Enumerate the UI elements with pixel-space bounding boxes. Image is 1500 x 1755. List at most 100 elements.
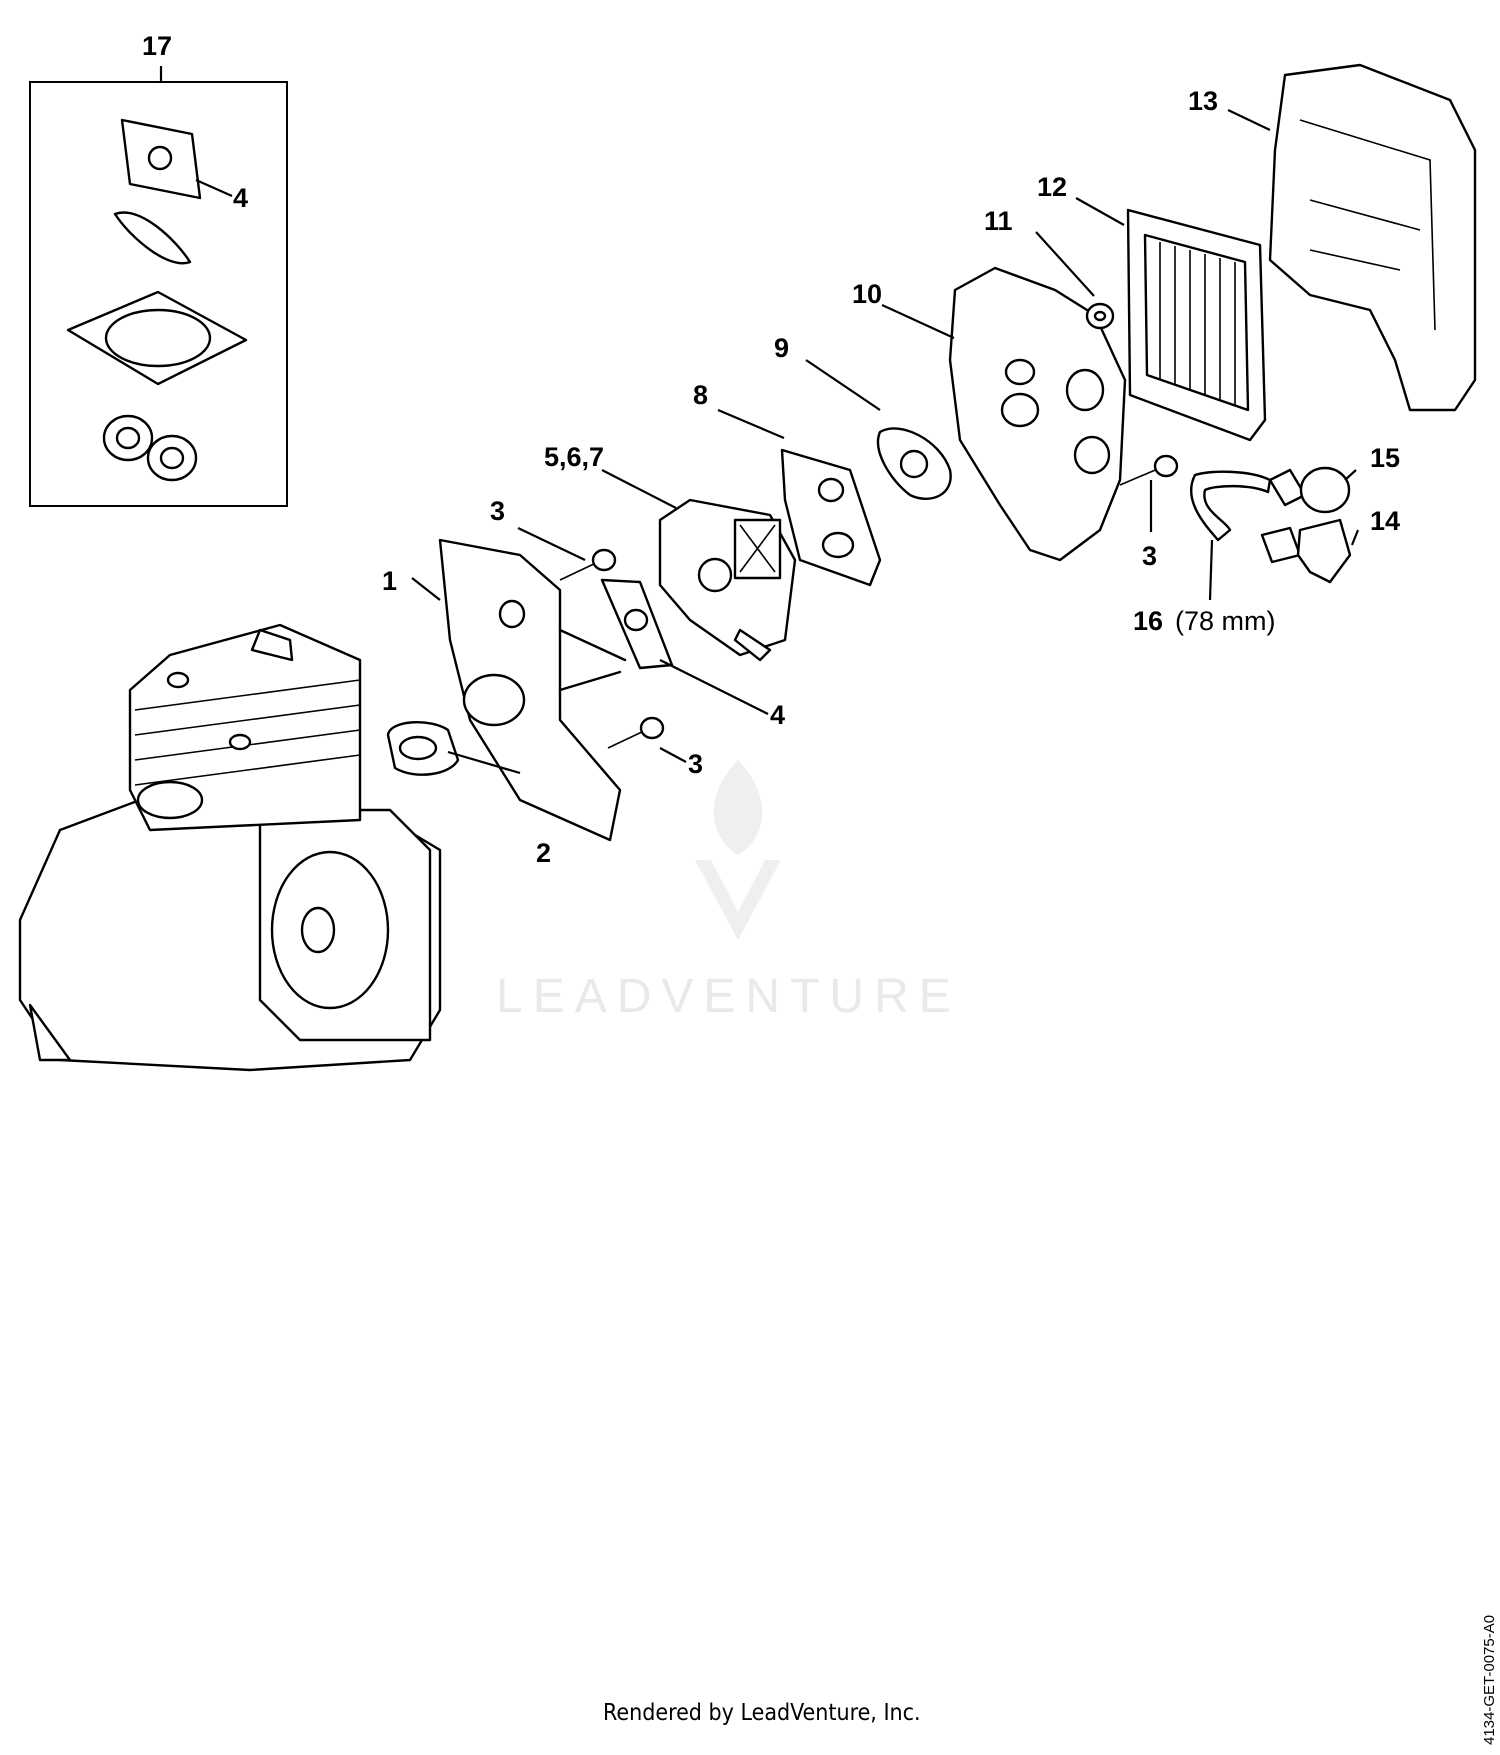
kit-seal-2-bore [159,446,185,470]
valve-head [1296,518,1352,584]
gasket-hole [623,608,649,632]
part-10-filter-base [948,266,1127,562]
part-2-intake-sleeve [386,721,460,776]
leader-3a [517,527,586,561]
leader-4b [659,659,769,715]
watermark-text: LEADVENTURE [496,970,961,1023]
part-567-carburetor [658,498,797,662]
leader-8 [717,408,785,440]
cylinder-hole-2 [228,733,252,751]
label-567: 5,6,7 [544,442,604,472]
filter-pleats [1159,242,1236,405]
label-16: 16 [1133,606,1163,636]
drawing-code: 4134-GET-0075-A0 [1481,1615,1498,1745]
part-12-air-filter [1126,208,1267,442]
label-9: 9 [774,333,789,363]
bulb-stem [1268,468,1307,507]
hose-body [1189,470,1272,542]
kit-gasket-3-bore [104,308,212,368]
kit-gasket-1-hole [147,145,173,171]
gasket-kit-box [29,81,288,507]
leader-10 [881,304,955,339]
screw-3-right-thread [1119,467,1161,486]
carburetor-throat [697,557,733,593]
leader-15 [1344,469,1357,481]
part-9-gasket [877,427,952,500]
carrier-hole [498,599,526,629]
plate-body [780,448,882,587]
label-2: 2 [536,838,551,868]
screw-3-right [1119,454,1179,486]
label-17: 17 [142,31,172,61]
valve-stem [1260,526,1302,564]
part-15-purge-bulb [1268,466,1351,514]
sleeve-opening [398,735,438,761]
filter-element [1143,233,1250,412]
kit-gasket-2 [113,211,192,265]
cylinder-fins [134,679,361,786]
leader-9 [805,359,881,411]
nut-hole [1093,310,1107,322]
callout-labels: 17 4 1 2 3 3 3 4 5,6,7 8 9 10 11 12 13 1… [142,31,1400,868]
screw-3-right-head [1153,454,1179,478]
leader-4a [195,178,233,198]
plate-hole-top [817,477,845,503]
label-10: 10 [852,279,882,309]
screw-3-lower-thread [607,729,647,749]
part-11-nut [1085,302,1115,330]
plate-hole-bottom [821,531,855,559]
render-credit: Rendered by LeadVenture, Inc. [603,1700,921,1726]
leader-12 [1075,197,1125,226]
cylinder-hole-1 [166,671,190,689]
leader-2 [447,750,521,775]
label-8: 8 [693,380,708,410]
part-13-filter-cover [1268,63,1477,412]
label-13: 13 [1188,86,1218,116]
label-12: 12 [1037,172,1067,202]
screw-3-lower [607,716,665,749]
label-4a: 4 [233,183,248,213]
leader-lines [159,66,1360,775]
carrier-studs [558,628,627,692]
label-14: 14 [1370,506,1400,536]
carrier-body [438,538,622,842]
leader-11 [1035,231,1095,297]
base-hole-2 [1000,392,1040,428]
label-11: 11 [984,206,1013,236]
carburetor-cross [739,524,776,573]
cover-shell [1268,63,1477,412]
flame-logo-icon [713,760,763,855]
leadventure-watermark: LEADVENTURE [496,760,961,1023]
crankcase-foot [28,1003,72,1062]
carrier-port [462,673,526,727]
leader-13 [1227,109,1271,131]
label-3b: 3 [688,749,703,779]
part-1-carrier [438,538,627,842]
v-logo-icon [695,860,781,940]
base-hole-3 [1065,368,1105,412]
spark-plug [250,628,294,662]
screw-3-lower-head [639,716,665,740]
part-8-plate [780,448,882,587]
cover-ribs [1299,119,1436,331]
leader-567 [601,469,677,509]
label-16-note: (78 mm) [1175,606,1276,636]
base-hole-1 [1004,358,1036,386]
base-hole-4 [1073,435,1111,475]
part-14-valve [1260,518,1352,584]
carburetor-lever [733,628,772,662]
label-3c: 3 [1142,541,1157,571]
leader-1 [411,577,441,601]
label-3a: 3 [490,496,505,526]
screw-3-upper-head [591,548,617,572]
bulb-dome [1299,466,1351,514]
leader-3b [659,747,687,763]
leader-16 [1208,539,1214,601]
screw-3-upper-thread [559,561,599,581]
crankshaft-end [300,906,336,954]
gasket-9-hole [899,449,929,479]
label-1: 1 [382,566,397,596]
screw-3-upper [559,548,617,581]
leader-14 [1350,529,1360,546]
